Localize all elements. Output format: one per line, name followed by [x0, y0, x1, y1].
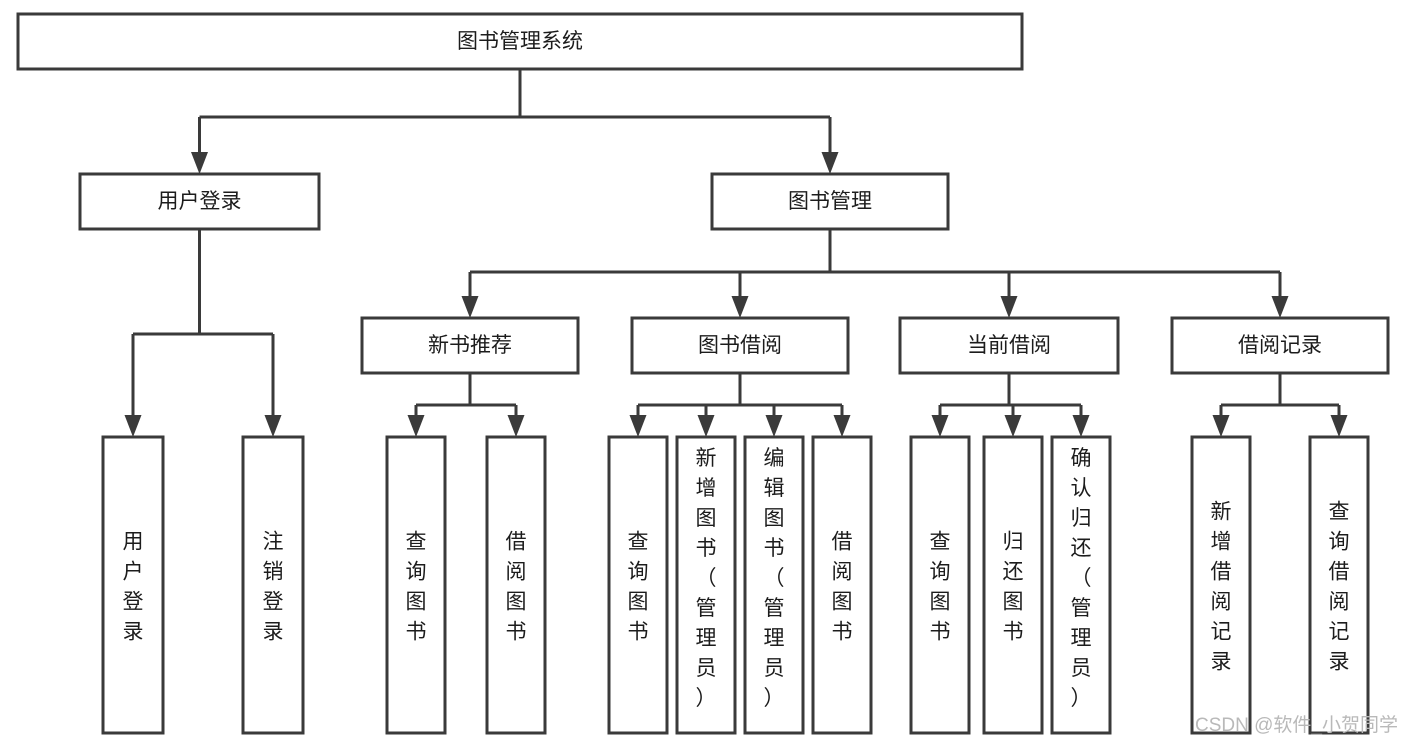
node-current-confirm-return[interactable]: 确认归还（管理员） [1050, 435, 1112, 735]
branch-book-borrowing-to-borrow-add-book-arrowhead [697, 415, 715, 437]
node-user-login-signout[interactable]: 注销登录 [241, 435, 305, 735]
node-label-book-management: 图书管理 [788, 190, 872, 213]
node-book-borrowing[interactable]: 图书借阅 [630, 316, 850, 375]
node-borrow-edit-book[interactable]: 编辑图书（管理员） [743, 435, 805, 735]
node-box-current-query-book [909, 435, 971, 735]
node-label-borrow-borrow-book: 借阅图书 [832, 530, 853, 643]
node-book-management[interactable]: 图书管理 [710, 172, 950, 231]
connector-layer [124, 69, 1348, 437]
node-box-user-login-signout [241, 435, 305, 735]
node-label-records-query-record: 查询借阅记录 [1329, 500, 1350, 673]
branch-book-borrowing-to-borrow-edit-book-arrowhead [765, 415, 783, 437]
node-label-borrow-add-book: 新增图书（管理员） [696, 447, 717, 710]
node-label-book-borrowing: 图书借阅 [698, 334, 782, 357]
node-label-current-return-book: 归还图书 [1003, 530, 1024, 643]
node-box-current-return-book [982, 435, 1044, 735]
node-label-borrow-query-book: 查询图书 [628, 530, 649, 643]
branch-book-management-to-book-borrowing-arrowhead [731, 296, 749, 318]
node-box-user-login-signin [101, 435, 165, 735]
node-current-borrowing[interactable]: 当前借阅 [898, 316, 1120, 375]
branch-book-management-to-current-borrowing-arrowhead [1000, 296, 1018, 318]
node-label-root: 图书管理系统 [457, 30, 583, 53]
node-box-borrow-edit-book [743, 435, 805, 735]
node-box-current-confirm-return [1050, 435, 1112, 735]
node-user-login[interactable]: 用户登录 [78, 172, 321, 231]
branch-borrow-records-to-records-query-record-arrowhead [1330, 415, 1348, 437]
node-borrow-borrow-book[interactable]: 借阅图书 [811, 435, 873, 735]
node-box-recommend-query-book [385, 435, 447, 735]
node-current-return-book[interactable]: 归还图书 [982, 435, 1044, 735]
branch-book-borrowing-to-borrow-borrow-book-arrowhead [833, 415, 851, 437]
node-label-recommend-query-book: 查询图书 [406, 530, 427, 643]
node-borrow-records[interactable]: 借阅记录 [1170, 316, 1390, 375]
node-label-recommend-borrow-book: 借阅图书 [506, 530, 527, 643]
node-recommend-borrow-book[interactable]: 借阅图书 [485, 435, 547, 735]
branch-book-borrowing-to-borrow-query-book-arrowhead [629, 415, 647, 437]
branch-current-borrowing-to-current-return-book-arrowhead [1004, 415, 1022, 437]
node-label-borrow-edit-book: 编辑图书（管理员） [764, 447, 785, 710]
node-label-current-borrowing: 当前借阅 [967, 334, 1051, 357]
node-box-user-login [78, 172, 321, 231]
node-label-user-login: 用户登录 [158, 190, 242, 213]
node-label-current-query-book: 查询图书 [930, 530, 951, 643]
node-label-user-login-signin: 用户登录 [123, 530, 144, 643]
branch-user-login-to-user-login-signin-arrowhead [124, 415, 142, 437]
csdn-watermark: CSDN @软件_小贺同学 [1195, 714, 1398, 736]
node-records-add-record[interactable]: 新增借阅记录 [1190, 435, 1252, 735]
node-label-new-book-recommend: 新书推荐 [428, 334, 512, 357]
node-box-records-query-record [1308, 435, 1370, 735]
branch-new-book-recommend-to-recommend-query-book-arrowhead [407, 415, 425, 437]
node-recommend-query-book[interactable]: 查询图书 [385, 435, 447, 735]
branch-root-to-book-management-arrowhead [821, 152, 839, 174]
branch-root-to-user-login-arrowhead [191, 152, 208, 174]
node-root[interactable]: 图书管理系统 [16, 12, 1024, 71]
branch-current-borrowing-to-current-query-book-arrowhead [931, 415, 949, 437]
node-label-records-add-record: 新增借阅记录 [1211, 500, 1232, 673]
branch-user-login-to-user-login-signout-arrowhead [264, 415, 282, 437]
node-layer: 图书管理系统用户登录用户登录注销登录图书管理新书推荐查询图书借阅图书图书借阅查询… [16, 12, 1390, 735]
branch-borrow-records-to-records-add-record-arrowhead [1212, 415, 1230, 437]
node-box-borrow-borrow-book [811, 435, 873, 735]
node-label-current-confirm-return: 确认归还（管理员） [1071, 447, 1092, 710]
branch-new-book-recommend-to-recommend-borrow-book-arrowhead [507, 415, 525, 437]
node-user-login-signin[interactable]: 用户登录 [101, 435, 165, 735]
node-borrow-add-book[interactable]: 新增图书（管理员） [675, 435, 737, 735]
node-records-query-record[interactable]: 查询借阅记录 [1308, 435, 1370, 735]
node-current-query-book[interactable]: 查询图书 [909, 435, 971, 735]
node-box-root [16, 12, 1024, 71]
branch-book-management-to-new-book-recommend-arrowhead [461, 296, 479, 318]
node-box-borrow-add-book [675, 435, 737, 735]
node-label-user-login-signout: 注销登录 [263, 530, 284, 643]
node-box-new-book-recommend [360, 316, 580, 375]
node-new-book-recommend[interactable]: 新书推荐 [360, 316, 580, 375]
node-box-book-borrowing [630, 316, 850, 375]
node-box-current-borrowing [898, 316, 1120, 375]
branch-book-management-to-borrow-records-arrowhead [1271, 296, 1289, 318]
node-box-borrow-query-book [607, 435, 669, 735]
node-box-book-management [710, 172, 950, 231]
node-box-recommend-borrow-book [485, 435, 547, 735]
branch-current-borrowing-to-current-confirm-return-arrowhead [1072, 415, 1090, 437]
node-label-borrow-records: 借阅记录 [1238, 334, 1322, 357]
node-borrow-query-book[interactable]: 查询图书 [607, 435, 669, 735]
node-box-records-add-record [1190, 435, 1252, 735]
node-box-borrow-records [1170, 316, 1390, 375]
